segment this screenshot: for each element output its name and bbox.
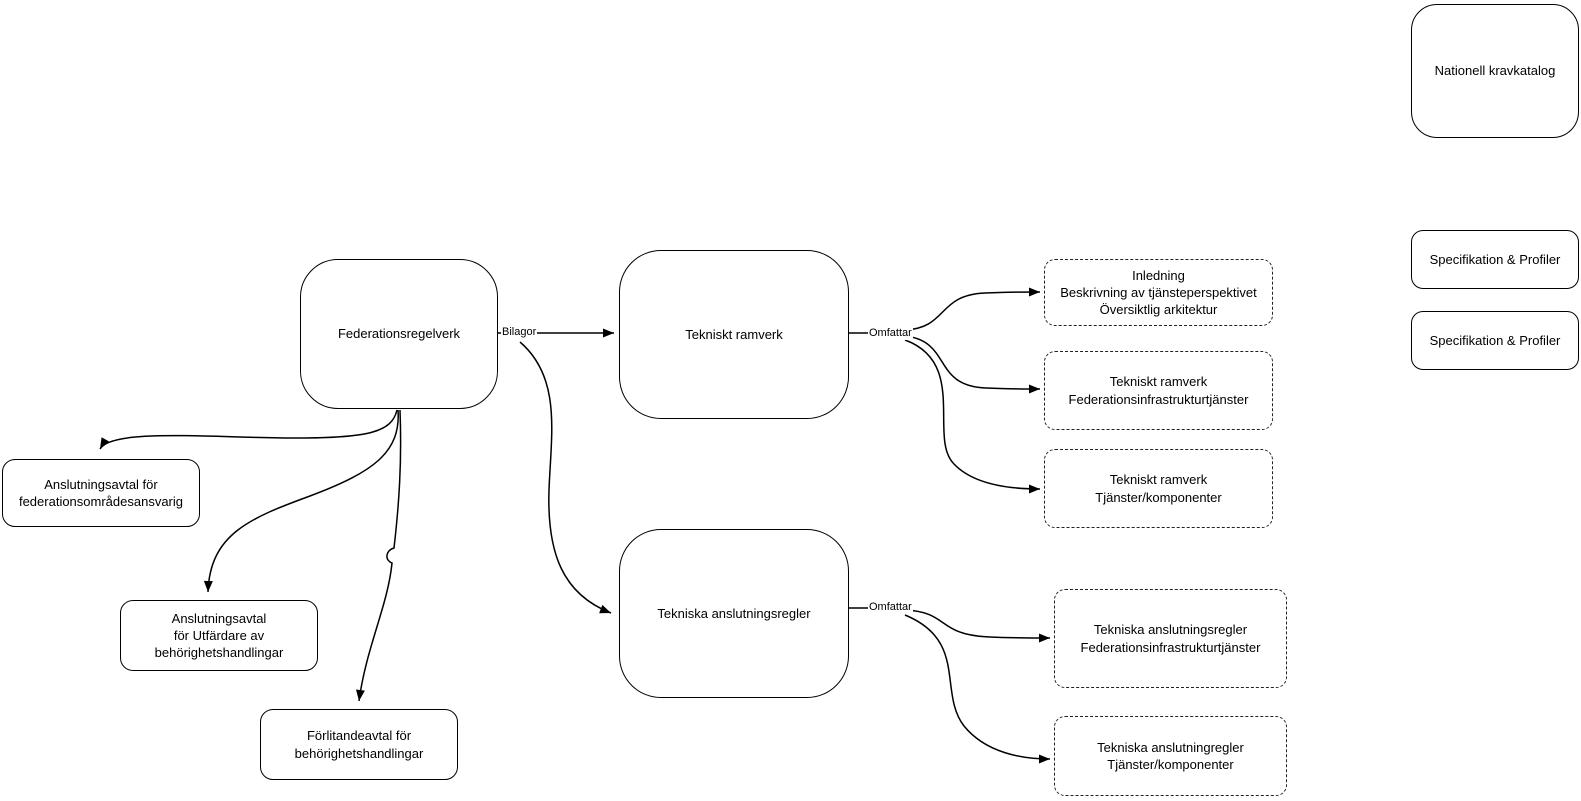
edge-omfattar-tekniska-anslutningregler-tjanster [904, 614, 1051, 764]
edge-label-bilagor: Bilagor [501, 326, 538, 339]
node-forlitandeavtal[interactable]: Förlitandeavtal för behörighetshandlinga… [260, 709, 458, 780]
node-specifikation-profiler-1[interactable]: Specifikation & Profiler [1411, 230, 1579, 289]
edge-label-omfattar-anslutningsregler: Omfattar [868, 601, 913, 614]
edge-federationsregelverk-forlitandeavtal [355, 409, 402, 702]
node-tekniska-anslutningsregler[interactable]: Tekniska anslutningsregler [619, 529, 849, 698]
node-tekniskt-ramverk-federationsinfrastrukturtjanster[interactable]: Tekniskt ramverk Federationsinfrastruktu… [1044, 351, 1273, 430]
node-tekniskt-ramverk-tjanster-komponenter[interactable]: Tekniskt ramverk Tjänster/komponenter [1044, 449, 1273, 528]
node-inledning[interactable]: Inledning Beskrivning av tjänsteperspekt… [1044, 259, 1273, 326]
node-specifikation-profiler-2[interactable]: Specifikation & Profiler [1411, 311, 1579, 370]
node-tekniska-anslutningregler-tjanster-komponenter[interactable]: Tekniska anslutningregler Tjänster/kompo… [1054, 716, 1287, 796]
node-tekniskt-ramverk[interactable]: Tekniskt ramverk [619, 250, 849, 419]
edge-label-omfattar-ramverk: Omfattar [868, 327, 913, 340]
edge-federationsregelverk-anslutningsavtal-utfardare [203, 409, 399, 593]
node-nationell-kravkatalog[interactable]: Nationell kravkatalog [1411, 4, 1579, 138]
node-anslutningsavtal-federationsomradesansvarig[interactable]: Anslutningsavtal för federationsområdesa… [2, 459, 200, 527]
edge-omfattar-tekniskt-ramverk-fedinfra [904, 335, 1041, 394]
node-anslutningsavtal-utfardare[interactable]: Anslutningsavtal för Utfärdare av behöri… [120, 600, 318, 671]
node-tekniska-anslutningsregler-federationsinfrastrukturtjanster[interactable]: Tekniska anslutningsregler Federationsin… [1054, 589, 1287, 688]
edge-omfattar-tekniskt-ramverk-tjanster [904, 339, 1041, 494]
node-federationsregelverk[interactable]: Federationsregelverk [300, 259, 498, 409]
edge-bilagor-tekniska-anslutningsregler [519, 341, 612, 614]
edge-omfattar-inledning [904, 287, 1041, 331]
edge-federationsregelverk-anslutningsavtal-federationsomradesansvarig [99, 409, 398, 450]
edge-omfattar-tekniska-anslutningsregler-fedinfra [904, 609, 1051, 643]
